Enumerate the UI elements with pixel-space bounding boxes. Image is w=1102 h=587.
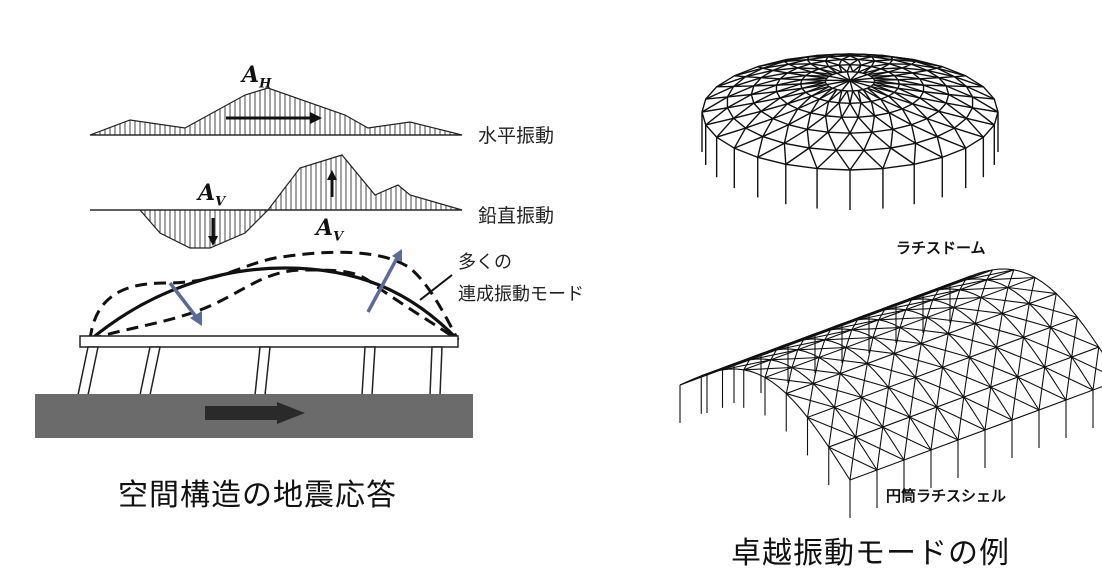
vertical-vibration-profile: [90, 150, 462, 255]
horizontal-vibration-profile: [90, 80, 462, 140]
av-symbol-left: AV: [198, 180, 225, 209]
lattice-dome-label: ラチスドーム: [896, 237, 986, 258]
roof-slab: [80, 336, 458, 347]
av-symbol-right: AV: [316, 215, 343, 244]
left-caption: 空間構造の地震応答: [118, 470, 397, 514]
cylindrical-lattice-shell: [680, 269, 1102, 518]
right-caption: 卓越振動モードの例: [731, 528, 1010, 572]
cylindrical-shell-label: 円筒ラチスシェル: [886, 485, 1006, 506]
ah-symbol: AH: [242, 62, 271, 91]
vertical-down-arrow: [208, 218, 218, 246]
vertical-up-arrow: [327, 170, 337, 197]
dashed-mode-shape-2: [90, 270, 458, 340]
columns: [78, 347, 442, 395]
modes-label-line1: 多くの: [458, 248, 512, 274]
horizontal-vibration-label: 水平振動: [478, 121, 554, 148]
lattice-dome: [702, 54, 998, 210]
mode-leader-line: [420, 275, 452, 300]
modes-label-line2: 連成振動モード: [458, 280, 584, 306]
vertical-vibration-label: 鉛直振動: [478, 201, 554, 228]
